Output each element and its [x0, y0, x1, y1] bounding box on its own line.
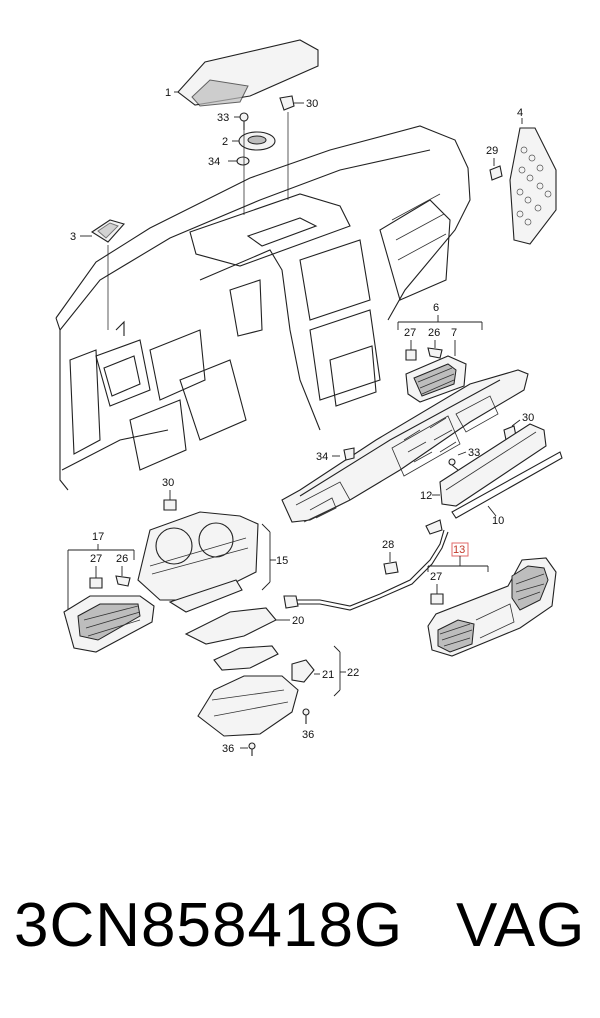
callout-30c: 30 — [162, 477, 174, 489]
callout-20: 20 — [292, 615, 304, 627]
callout-17: 17 — [92, 531, 104, 543]
group-17-bracket: 17 27 26 — [67, 531, 135, 620]
part-30-clip-left: 30 — [162, 477, 177, 511]
callout-15: 15 — [276, 555, 288, 567]
callout-22: 21 — [322, 669, 334, 681]
part-28-clip: 29 — [486, 145, 503, 181]
callout-13: 13 — [453, 544, 465, 556]
part-29-clip: 28 — [382, 539, 399, 575]
part-3-grille: 3 — [70, 219, 125, 330]
callout-33a: 33 — [217, 112, 229, 124]
group-13-bracket[interactable]: 13 27 — [427, 542, 489, 605]
part-17-left-vent — [63, 595, 155, 653]
group-15-bracket: 15 — [261, 523, 288, 591]
callout-36b: 36 — [222, 743, 234, 755]
callout-3: 3 — [70, 231, 76, 243]
part-20-cover: 20 — [184, 607, 304, 645]
part-2-speaker: 2 — [222, 131, 276, 151]
callout-2: 2 — [222, 136, 228, 148]
part-12-panel: 12 — [420, 423, 547, 507]
callout-30a: 30 — [306, 98, 318, 110]
part-13-right-vent — [427, 557, 557, 657]
callout-21: 22 — [347, 667, 359, 679]
part-34-clip-mid: 34 — [316, 447, 355, 463]
callout-36a: 36 — [302, 729, 314, 741]
dashboard-main — [55, 125, 471, 491]
callout-4: 4 — [517, 107, 523, 119]
callout-26b: 26 — [116, 553, 128, 565]
callout-27c: 27 — [430, 571, 442, 583]
part-10-trim-panel — [281, 369, 529, 523]
part-21-trim-lower — [197, 675, 299, 737]
part-33-screw-right: 33 — [448, 447, 480, 471]
part-21-trim-upper — [213, 645, 279, 671]
callout-1: 1 — [165, 87, 171, 99]
cable-harness — [283, 519, 449, 611]
callout-27a: 27 — [404, 327, 416, 339]
part-34-nut-top: 34 — [208, 156, 250, 168]
caption: 3CN858418G VAG — [0, 890, 600, 990]
part-7-vent — [405, 355, 467, 403]
brand-text: VAG — [456, 891, 586, 960]
callout-26a: 26 — [428, 327, 440, 339]
part-22-switch: 21 — [291, 659, 334, 683]
callout-12: 12 — [420, 490, 432, 502]
callout-6: 6 — [433, 302, 439, 314]
callout-30b: 30 — [522, 412, 534, 424]
part-36-screw-b: 36 — [222, 742, 256, 756]
callout-29: 28 — [382, 539, 394, 551]
callout-28: 29 — [486, 145, 498, 157]
part-30-clip-top: 30 — [279, 95, 318, 111]
part-4-side-grille: 4 — [509, 107, 557, 245]
callout-33b: 33 — [468, 447, 480, 459]
part-1-speaker-cover: 1 — [165, 39, 319, 107]
group-21-bracket: 22 — [333, 645, 359, 697]
part-10-strip: 10 — [451, 451, 563, 527]
callout-27b: 27 — [90, 553, 102, 565]
instrument-cluster-housing — [137, 511, 259, 613]
part-33-screw-top: 33 — [217, 112, 249, 130]
callout-34a: 34 — [208, 156, 220, 168]
callout-10: 10 — [492, 515, 504, 527]
callout-34b: 34 — [316, 451, 328, 463]
callout-7: 7 — [451, 327, 457, 339]
part-number-text: 3CN858418G — [14, 891, 404, 960]
part-36-screw-a: 36 — [302, 708, 314, 741]
group-6-bracket: 6 27 26 7 — [397, 302, 483, 361]
